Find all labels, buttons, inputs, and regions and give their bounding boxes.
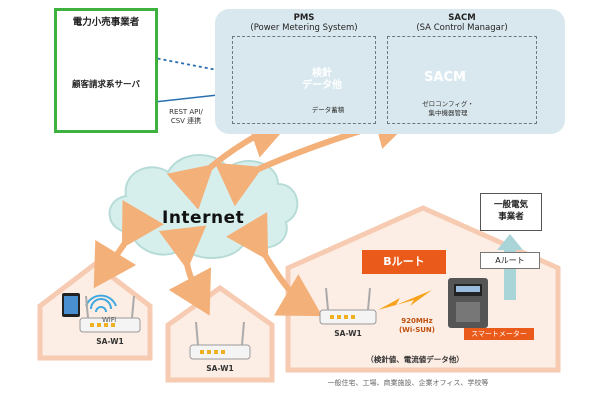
wireless-line2: (Wi-SUN) [398,326,435,334]
wifi-label: WiFi [102,316,117,324]
wireless-label: 920MHz (Wi-SUN) [382,317,452,335]
pms-cylinder-label: 検針 データ他 [298,68,346,92]
device-label-right: SA-W1 [334,329,362,338]
billing-server-title: 顧客請求系サーバ [72,80,140,90]
b-route-label: Bルート [362,250,446,274]
wireless-line1: 920MHz [401,317,433,325]
rest-api-label: REST API/ CSV 連携 [150,108,222,126]
pms-caption: データ蓄積 [311,106,345,114]
platform-panel [215,9,565,134]
router-middle [189,321,251,360]
rest-api-line1: REST API/ [169,108,203,116]
house-large [285,205,561,373]
sacm-cylinder-label: SACM [424,70,466,85]
general-utility-line1: 一般電気 [493,200,528,210]
smart-meter-label: スマートメーター [464,328,534,340]
sacm-caption: ゼロコンフィグ・ 集中機器管理 [398,100,498,118]
internet-label: Internet [162,208,245,228]
pms-cylinder-line2: データ他 [302,80,342,91]
measurement-caption: （検針値、電流値データ他） [366,355,464,364]
device-label-middle: SA-W1 [206,364,234,373]
wifi-icon [85,294,117,313]
pms-cylinder-line1: 検針 [312,68,332,79]
router-right [319,287,377,325]
a-route-label: Aルート [480,252,540,269]
pms-box [232,36,376,124]
smart-meter-icon [448,278,488,328]
retailer-title: 電力小売事業者 [72,17,140,28]
sacm-name: SACM [448,13,476,23]
retailer-box [54,8,158,133]
device-label-left: SA-W1 [96,337,124,346]
lightning-icon [378,290,432,310]
pms-name: PMS [293,13,315,23]
sacm-subtitle: (SA Control Managar) [416,23,508,33]
sacm-box [387,36,537,124]
sacm-caption-line2: 集中機器管理 [428,109,468,117]
general-utility-box: 一般電気 事業者 [480,193,542,231]
sacm-title: SACM (SA Control Managar) [387,13,537,33]
general-utility-line2: 事業者 [498,212,524,222]
sacm-caption-line1: ゼロコンフィグ・ [422,100,474,108]
pms-subtitle: (Power Metering System) [250,23,358,33]
router-left [79,295,141,333]
pms-title: PMS (Power Metering System) [232,13,376,33]
rest-api-line2: CSV 連携 [170,117,202,125]
tablet-icon [62,293,80,317]
facilities-caption: 一般住宅、工場、商業施設、企業オフィス、学校等 [327,379,489,387]
